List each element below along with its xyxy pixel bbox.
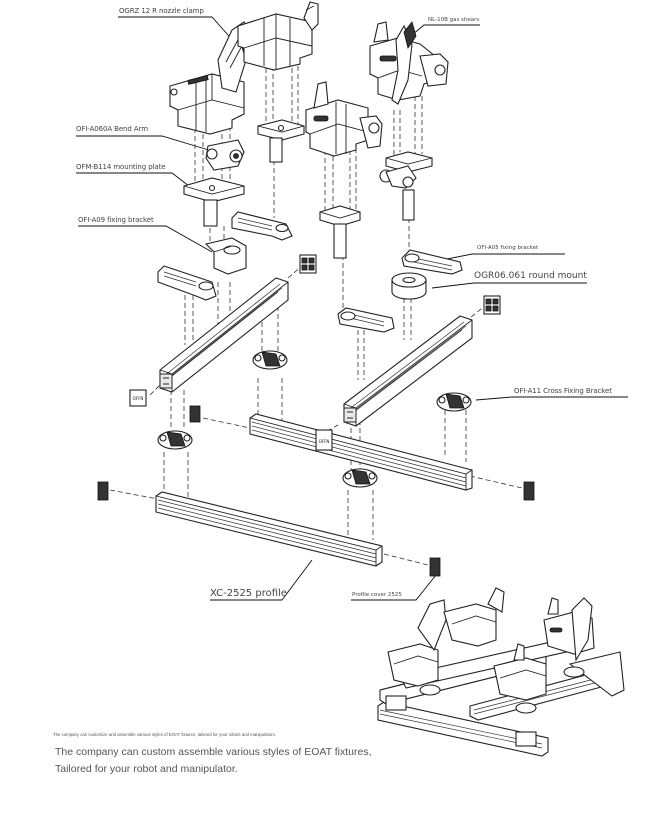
tool-top-middle	[237, 1, 319, 163]
caption-line-2: Tailored for your robot and manipulator.	[55, 763, 238, 775]
cross-fixing-brackets	[157, 350, 472, 488]
leader-lines	[76, 16, 628, 601]
cross-fixing-bracket-3	[157, 430, 193, 450]
svg-text:OFFN: OFFN	[133, 396, 144, 401]
round-mount	[391, 272, 427, 300]
xc-2525-profile-middle: OFFN	[249, 413, 473, 491]
label-cross-fixing-bracket: OFI-A11 Cross Fixing Bracket	[514, 387, 612, 395]
fixing-bracket-left-lower	[157, 265, 217, 301]
profile-cover-1	[299, 254, 317, 274]
caption-line-1: The company can custom assemble various …	[55, 746, 372, 758]
xc-2525-profile-upper-left	[159, 277, 289, 393]
leader-bend-arm	[76, 135, 213, 152]
profile-cover-middle	[315, 429, 333, 451]
label-round-mount: OGR06.061 round mount	[474, 271, 587, 281]
profile-cover-3: OFFN	[129, 389, 147, 407]
mounting-plate	[183, 177, 245, 227]
profile-cover-2	[483, 295, 501, 315]
leader-mounting-plate	[76, 172, 190, 187]
bend-arm	[205, 139, 245, 171]
label-gas-shears: NL-10B gas shears	[428, 17, 480, 23]
leader-profile	[210, 559, 313, 601]
leader-nozzle-clamp	[118, 16, 237, 45]
xc-2525-profile-upper-right	[343, 315, 473, 427]
label-mounting-plate: OFM-B114 mounting plate	[76, 163, 166, 171]
caption-small: The company can customize and assemble v…	[53, 732, 276, 737]
leader-round-mount	[431, 282, 587, 289]
leader-profile-cover	[351, 574, 437, 601]
cross-fixing-bracket-2	[436, 392, 472, 412]
fixing-bracket-middle	[231, 211, 293, 241]
leader-gas-shears	[405, 24, 480, 41]
tool-middle-second	[305, 81, 383, 259]
fixing-bracket-a05	[401, 249, 463, 275]
profile-cover-5	[97, 481, 109, 501]
endcap-text: OFFN	[319, 439, 330, 444]
cross-fixing-bracket-4	[342, 468, 378, 488]
leader-cross-fixing-bracket	[475, 396, 628, 401]
fixing-bracket-middle-lower	[337, 307, 395, 333]
label-nozzle-clamp: OGRZ 12 R nozzle clamp	[119, 7, 204, 15]
label-profile-cover: Profile cover 2525	[352, 592, 402, 598]
fixing-bracket-a09	[204, 237, 247, 275]
label-bend-arm: OFI-A060A Bend Arm	[76, 125, 148, 133]
profile-cover-6	[523, 481, 535, 501]
profile-covers: OFFN	[97, 254, 535, 577]
leader-fixing-bracket-a09	[78, 225, 213, 253]
profile-cover-4	[189, 405, 201, 423]
assembled-view	[377, 587, 625, 757]
cross-fixing-bracket-1	[252, 350, 288, 370]
profile-cover-7	[429, 557, 441, 577]
label-profile: XC-2525 profile	[210, 588, 287, 599]
label-fixing-bracket-a09: OFI-A09 fixing bracket	[78, 216, 154, 224]
gas-shears-right	[369, 21, 449, 221]
xc-2525-profile-bottom	[155, 491, 383, 567]
label-fixing-bracket-a05: OFI-A05 fixing bracket	[477, 245, 539, 251]
